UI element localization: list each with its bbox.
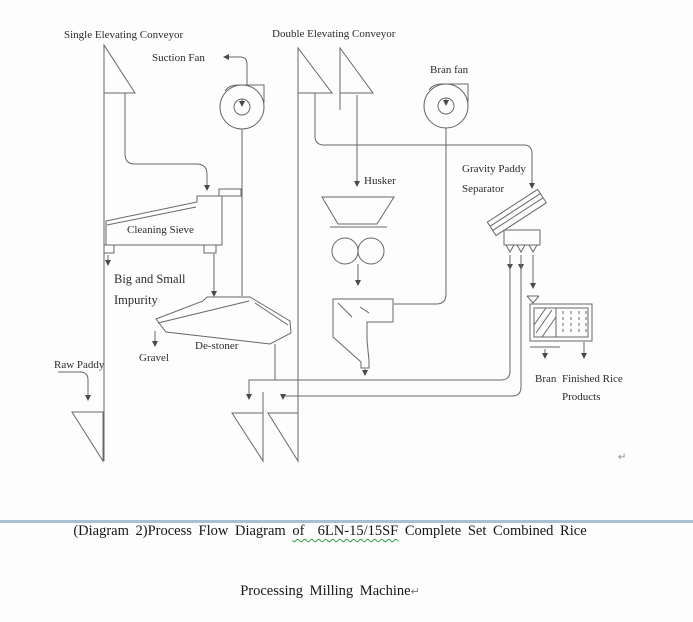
caption-line1-pre: (Diagram 2)Process Flow Diagram [73,523,293,539]
window-edge-line [0,520,693,523]
suction-exhaust-arrow [223,54,248,85]
bran-fan-symbol [394,83,469,305]
label-suction-fan: Suction Fan [152,52,205,64]
label-raw-paddy: Raw Paddy [54,359,105,371]
label-gravity-paddy: Gravity Paddy [462,163,526,175]
separator-return-line-1 [246,255,511,400]
label-finished-rice: Finished Rice [562,373,623,385]
label-impurity-1: Big and Small [114,272,186,286]
husker-symbol [321,196,395,286]
diagram-caption: (Diagram 2)Process Flow Diagram of 6LN-1… [0,481,660,622]
destoner-symbol [155,296,292,345]
label-bran: Bran [535,373,557,385]
cleaning-sieve-symbol [103,188,242,254]
label-double-elevating-conveyor: Double Elevating Conveyor [272,28,396,40]
flow-diagram-canvas: Single Elevating Conveyor Suction Fan Do… [54,28,626,463]
raw-paddy-feed-line [58,371,91,401]
label-separator: Separator [462,183,504,195]
rice-grader-symbol [529,303,593,342]
conveyor-to-separator-line [314,93,535,189]
caption-line-1: (Diagram 2)Process Flow Diagram of 6LN-1… [0,521,660,541]
label-husker: Husker [364,175,396,187]
separator-return-line-2 [280,255,522,400]
label-impurity-2: Impurity [114,293,158,307]
mill-to-branfan-duct [394,128,447,305]
double-elevating-conveyor-symbol [297,46,374,461]
label-bran-fan: Bran fan [430,64,469,76]
caption-model-number: of 6LN-15/15SF [292,523,399,539]
bottom-conveyor-intakes [71,392,299,463]
caption-line1-post: Complete Set Combined Rice [398,523,587,539]
process-flow-diagram: Single Elevating Conveyor Suction Fan Do… [0,28,693,599]
label-destoner: De-stoner [195,340,239,352]
label-single-elevating-conveyor: Single Elevating Conveyor [64,29,183,41]
single-elevating-conveyor-symbol [103,43,136,461]
grader-inlet-funnel [526,295,540,304]
husk-aspirator-symbol [332,298,394,376]
return-mark-icon: ↵ [410,585,420,598]
label-cleaning-sieve: Cleaning Sieve [127,224,194,236]
label-products: Products [562,391,601,403]
suction-fan-symbol [219,54,265,296]
paragraph-mark-icon: ↵ [618,452,626,463]
conveyor-to-sieve-pipe [124,93,210,191]
caption-line2-text: Processing Milling Machine [240,583,411,599]
label-gravel: Gravel [139,352,169,364]
caption-line-2: Processing Milling Machine↵ [0,581,660,602]
gravity-paddy-separator-symbol [486,188,548,270]
